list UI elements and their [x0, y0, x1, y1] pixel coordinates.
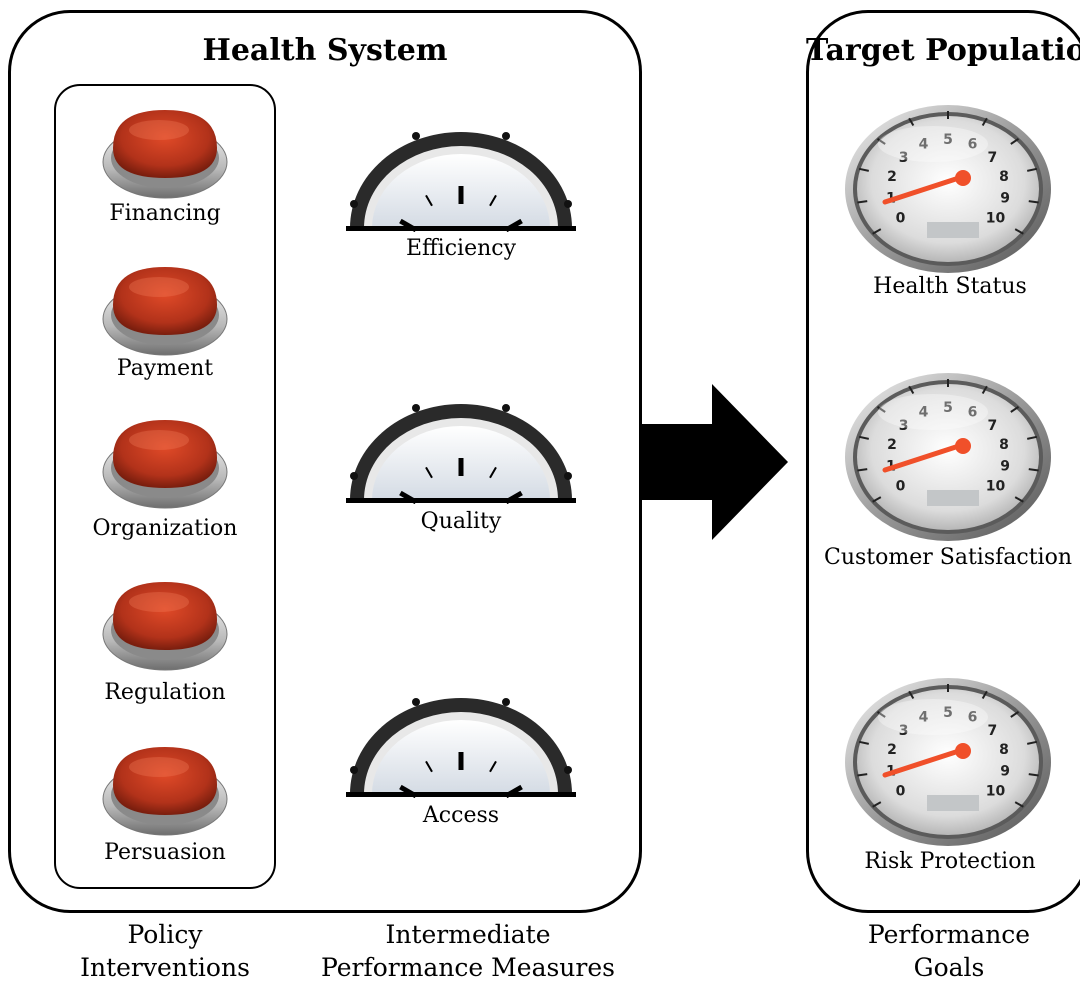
performance-goals-caption: Performance Goals [818, 918, 1080, 984]
svg-text:6: 6 [968, 137, 978, 153]
organization-button-icon [102, 420, 228, 509]
access-gauge-icon [346, 698, 576, 798]
health-status-speedometer-icon: 012345678910 [845, 105, 1051, 273]
financing-label: Financing [109, 201, 221, 226]
access-label: Access [422, 803, 500, 828]
svg-text:8: 8 [999, 169, 1009, 185]
svg-text:4: 4 [919, 137, 929, 153]
risk-protection-speedometer-icon: 012345678910 [845, 678, 1051, 846]
financing-button-icon [102, 110, 228, 199]
risk-protection-label: Risk Protection [864, 849, 1036, 874]
svg-text:6: 6 [968, 710, 978, 726]
svg-text:5: 5 [943, 400, 953, 416]
arrow-icon [640, 384, 788, 540]
svg-text:4: 4 [919, 405, 929, 421]
regulation-button-icon [102, 582, 228, 671]
customer-satisfaction-label: Customer Satisfaction [824, 545, 1072, 570]
svg-text:9: 9 [1000, 764, 1010, 780]
organization-label: Organization [92, 516, 238, 541]
svg-text:9: 9 [1000, 459, 1010, 475]
svg-text:7: 7 [988, 723, 998, 739]
quality-label: Quality [420, 509, 502, 534]
intermediate-caption-line1: Intermediate [385, 920, 551, 949]
svg-text:2: 2 [887, 169, 897, 185]
svg-text:6: 6 [968, 405, 978, 421]
policy-interventions-box [54, 84, 276, 889]
payment-label: Payment [116, 356, 214, 381]
persuasion-label: Persuasion [104, 840, 226, 865]
svg-text:3: 3 [899, 150, 909, 166]
policy-interventions-caption: Policy Interventions [50, 918, 280, 984]
svg-text:0: 0 [896, 211, 906, 227]
svg-text:5: 5 [943, 132, 953, 148]
svg-text:9: 9 [1000, 191, 1010, 207]
health-system-title: Health System [202, 33, 448, 68]
intermediate-caption-line2: Performance Measures [321, 953, 615, 982]
target-population-box [806, 10, 1080, 913]
svg-text:0: 0 [896, 479, 906, 495]
target-population-title: Target Population [806, 33, 1080, 68]
policy-caption-line2: Interventions [80, 953, 250, 982]
svg-text:10: 10 [986, 479, 1006, 495]
svg-text:10: 10 [986, 784, 1006, 800]
svg-text:2: 2 [887, 742, 897, 758]
customer-satisfaction-speedometer-icon: 012345678910 [845, 373, 1051, 541]
svg-text:5: 5 [943, 705, 953, 721]
svg-text:3: 3 [899, 723, 909, 739]
intermediate-measures-caption: Intermediate Performance Measures [318, 918, 618, 984]
persuasion-button-icon [102, 747, 228, 836]
regulation-label: Regulation [104, 680, 226, 705]
svg-text:2: 2 [887, 437, 897, 453]
svg-text:0: 0 [896, 784, 906, 800]
payment-button-icon [102, 267, 228, 356]
health-status-label: Health Status [873, 274, 1027, 299]
policy-caption-line1: Policy [127, 920, 203, 949]
svg-text:7: 7 [988, 150, 998, 166]
svg-text:8: 8 [999, 742, 1009, 758]
svg-text:10: 10 [986, 211, 1006, 227]
performance-caption-line2: Goals [913, 953, 985, 982]
svg-text:3: 3 [899, 418, 909, 434]
svg-text:8: 8 [999, 437, 1009, 453]
svg-text:7: 7 [988, 418, 998, 434]
quality-gauge-icon [346, 404, 576, 504]
efficiency-label: Efficiency [405, 236, 517, 261]
performance-caption-line1: Performance [867, 920, 1031, 949]
svg-text:4: 4 [919, 710, 929, 726]
efficiency-gauge-icon [346, 132, 576, 232]
